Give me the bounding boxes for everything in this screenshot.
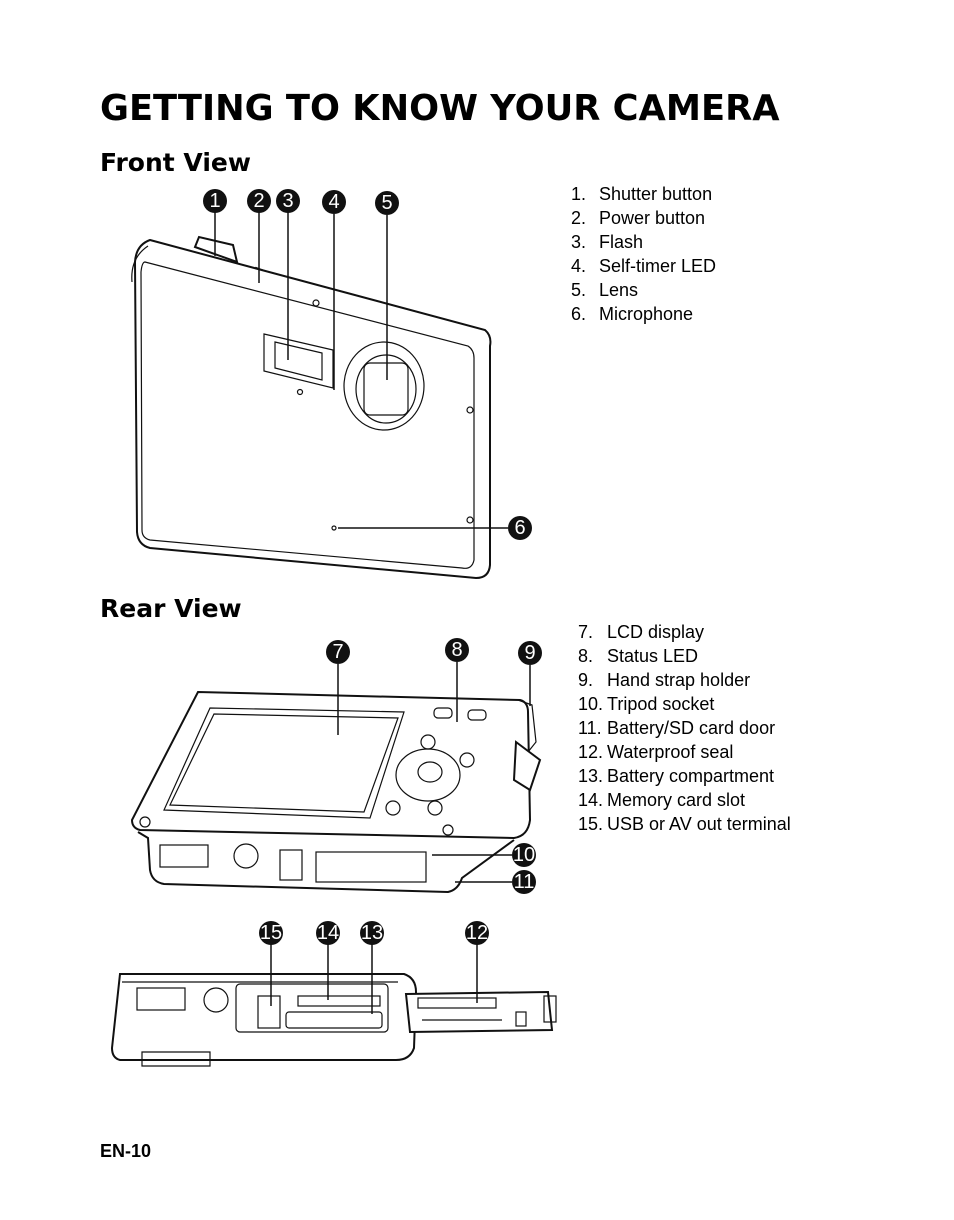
svg-text:1: 1 xyxy=(209,190,220,212)
list-item: 8.Status LED xyxy=(578,646,699,666)
page-title: GETTING TO KNOW YOUR CAMERA xyxy=(100,88,780,129)
callout-5: 5 xyxy=(375,191,399,215)
svg-text:14: 14 xyxy=(317,922,339,944)
svg-text:2: 2 xyxy=(253,190,264,212)
callout-6: 6 xyxy=(508,516,532,540)
svg-text:13: 13 xyxy=(361,922,383,944)
svg-text:12: 12 xyxy=(466,922,488,944)
svg-text:10: 10 xyxy=(513,844,535,866)
list-item: 15.USB or AV out terminal xyxy=(578,814,791,834)
callout-3: 3 xyxy=(276,189,300,213)
svg-text:6: 6 xyxy=(514,517,525,539)
page-number: EN-10 xyxy=(100,1141,152,1161)
rear-view-parts-list: 7.LCD display 8.Status LED 9.Hand strap … xyxy=(578,620,791,836)
callout-13: 13 xyxy=(360,921,384,945)
callout-7: 7 xyxy=(326,640,350,664)
list-item: 9.Hand strap holder xyxy=(578,670,751,690)
svg-text:5: 5 xyxy=(381,192,392,214)
callout-15: 15 xyxy=(259,921,283,945)
front-view-parts-list: 1.Shutter button 2.Power button 3.Flash … xyxy=(571,182,716,326)
callout-11: 11 xyxy=(512,870,536,894)
list-item: 1.Shutter button xyxy=(571,184,713,204)
front-camera-illustration: 1 2 3 4 5 6 xyxy=(131,189,532,580)
svg-text:9: 9 xyxy=(524,642,535,664)
callout-4: 4 xyxy=(322,190,346,214)
callout-12: 12 xyxy=(465,921,489,945)
svg-text:3: 3 xyxy=(282,190,293,212)
svg-text:11: 11 xyxy=(514,871,535,893)
list-item: 4.Self-timer LED xyxy=(571,256,717,276)
callout-14: 14 xyxy=(316,921,340,945)
callout-2: 2 xyxy=(247,189,271,213)
callout-9: 9 xyxy=(518,641,542,665)
list-item: 5.Lens xyxy=(571,280,639,300)
svg-text:4: 4 xyxy=(328,191,339,213)
rear-view-heading: Rear View xyxy=(100,594,242,623)
list-item: 7.LCD display xyxy=(578,622,705,642)
list-item: 2.Power button xyxy=(571,208,706,228)
rear-camera-illustration: 7 8 9 10 11 xyxy=(130,638,542,894)
list-item: 14.Memory card slot xyxy=(578,790,746,810)
callout-10: 10 xyxy=(512,843,536,867)
list-item: 10.Tripod socket xyxy=(578,694,715,714)
open-door-camera-illustration: 12 13 14 15 xyxy=(110,921,557,1067)
svg-text:15: 15 xyxy=(260,922,282,944)
callout-1: 1 xyxy=(203,189,227,213)
list-item: 12.Waterproof seal xyxy=(578,742,734,762)
list-item: 11.Battery/SD card door xyxy=(578,718,776,738)
list-item: 13.Battery compartment xyxy=(578,766,775,786)
list-item: 6.Microphone xyxy=(571,304,694,324)
front-view-heading: Front View xyxy=(100,148,251,177)
svg-text:7: 7 xyxy=(332,641,343,663)
list-item: 3.Flash xyxy=(571,232,644,252)
callout-8: 8 xyxy=(445,638,469,662)
svg-text:8: 8 xyxy=(451,639,462,661)
